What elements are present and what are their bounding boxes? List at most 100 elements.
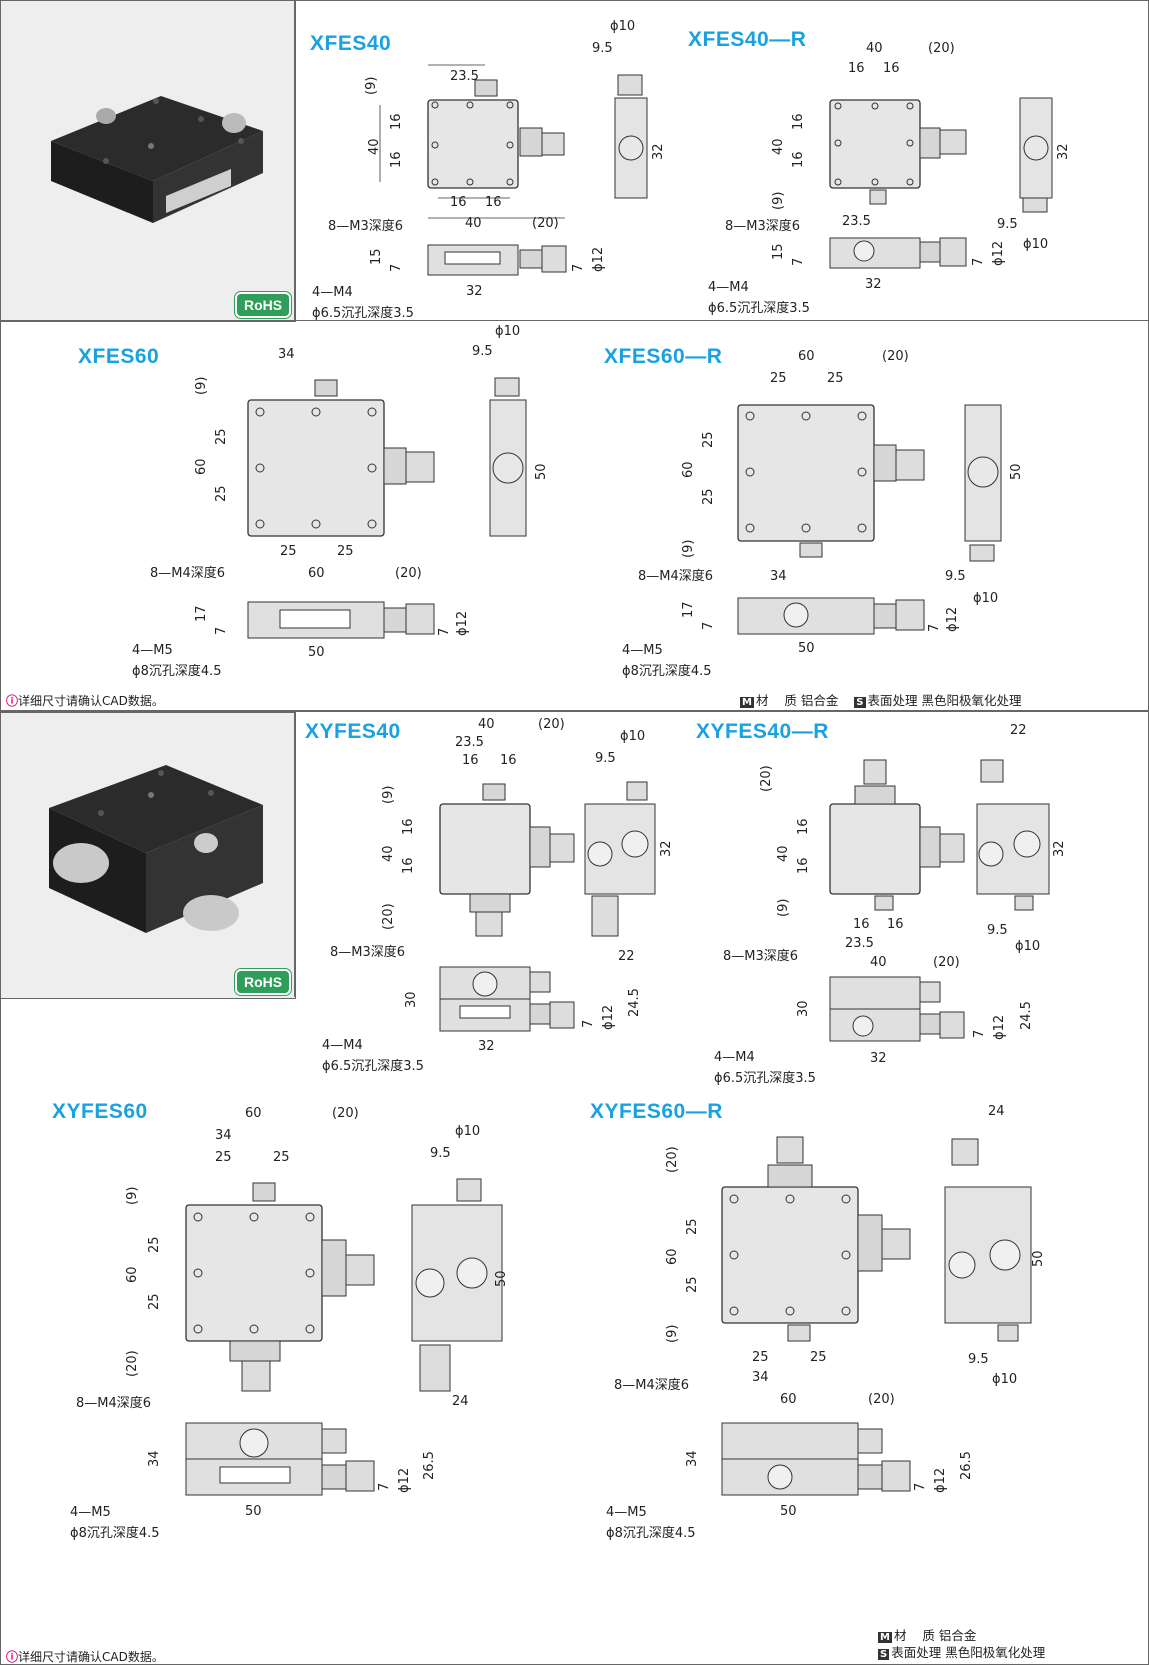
dim-label: 9.5 [595, 751, 616, 766]
dim-label: 25 [214, 428, 229, 445]
dim-label: 7 [972, 1030, 987, 1038]
photo-divider [294, 0, 295, 320]
holes-callout: 8—M4深度6 [638, 568, 713, 584]
dim-label: 26.5 [959, 1451, 974, 1480]
dim-label: 7 [437, 628, 452, 636]
mount-callout: 4—M4 [714, 1050, 755, 1065]
dim-label: (20) [332, 1106, 359, 1121]
surface-icon: S [878, 1649, 890, 1660]
product-photo-xfes: RoHS [0, 0, 296, 322]
dim-label: 60 [245, 1106, 262, 1121]
dim-label: 16 [796, 857, 811, 874]
dim-label: 9.5 [472, 344, 493, 359]
dim-label: 60 [308, 566, 325, 581]
dim-label: 32 [466, 284, 483, 299]
material-icon: M [878, 1632, 892, 1643]
dim-label: ϕ12 [397, 1468, 412, 1493]
dim-label: (20) [125, 1350, 140, 1377]
holes-callout: 8—M3深度6 [725, 218, 800, 234]
dim-label: 30 [404, 991, 419, 1008]
stage-photo-illustration [51, 96, 263, 223]
dim-label: 34 [278, 347, 295, 362]
dim-label: 25 [770, 371, 787, 386]
holes-callout: 8—M4深度6 [76, 1395, 151, 1411]
dim-label: ϕ12 [455, 611, 470, 636]
dim-label: ϕ12 [992, 1015, 1007, 1040]
dim-label: 7 [971, 258, 986, 266]
model-title: XYFES40 [305, 720, 401, 743]
dim-label: ϕ10 [973, 591, 998, 606]
dim-label: 50 [534, 463, 549, 480]
cad-note: ⓘ详细尺寸请确认CAD数据。 [6, 1650, 164, 1664]
dim-label: 16 [500, 753, 517, 768]
drawing-xyfes60r: (20) 25 60 25 (9) 25 25 34 60 (20) 8—M4深… [614, 1104, 1046, 1519]
info-icon: ⓘ [6, 694, 19, 708]
dim-label: 7 [389, 264, 404, 272]
drawing-xyfes60: 60 (20) 34 25 25 (9) 25 60 25 (20) 8—M4深… [76, 1106, 509, 1519]
dim-label: 40 [381, 845, 396, 862]
dim-label: 50 [245, 1504, 262, 1519]
dim-label: 60 [780, 1392, 797, 1407]
dim-label: 25 [827, 371, 844, 386]
mount-callout: 4—M5 [70, 1505, 111, 1520]
section-divider [0, 320, 1149, 321]
dim-label: 25 [214, 485, 229, 502]
dim-label: ϕ12 [991, 241, 1006, 266]
drawing-xyfes40r: (20) 16 40 16 (9) 16 16 23.5 40 (20) 8—M… [723, 723, 1067, 1066]
dim-label: 40 [866, 41, 883, 56]
dim-label: (20) [928, 41, 955, 56]
dim-label: 25 [280, 544, 297, 559]
mount-callout: 4—M5 [132, 643, 173, 658]
dim-label: ϕ10 [455, 1124, 480, 1139]
dim-label: 25 [685, 1276, 700, 1293]
dim-label: 40 [465, 216, 482, 231]
dim-label: (20) [868, 1392, 895, 1407]
dim-label: 50 [494, 1270, 509, 1287]
dim-label: 32 [865, 277, 882, 292]
model-title: XYFES40—R [696, 720, 829, 743]
dim-label: 60 [681, 461, 696, 478]
dim-label: 25 [147, 1293, 162, 1310]
dim-label: 25 [752, 1350, 769, 1365]
stage-photo-illustration [49, 765, 263, 933]
dim-label: 60 [798, 349, 815, 364]
dim-label: 32 [1056, 143, 1071, 160]
dim-label: 9.5 [592, 41, 613, 56]
model-title: XYFES60—R [590, 1100, 723, 1123]
dim-label: 34 [215, 1128, 232, 1143]
holes-callout: 8—M3深度6 [723, 948, 798, 964]
holes-callout: 8—M4深度6 [614, 1377, 689, 1393]
drawing-xyfes40: 40 (20) 23.5 16 16 (9) 16 40 16 (20) 8—M… [330, 717, 674, 1054]
dim-label: 34 [685, 1450, 700, 1467]
dim-label: (20) [759, 765, 774, 792]
dim-label: 7 [581, 1020, 596, 1028]
dim-label: 16 [401, 818, 416, 835]
drawing-xfes40r-side: 32 9.5 ϕ10 [997, 97, 1071, 252]
dim-label: (9) [364, 77, 379, 95]
dim-label: ϕ12 [933, 1468, 948, 1493]
dim-label: 40 [776, 845, 791, 862]
dim-label: 50 [308, 645, 325, 660]
dim-label: 40 [771, 138, 786, 155]
dim-label: 25 [701, 431, 716, 448]
dim-label: 26.5 [422, 1451, 437, 1480]
dim-label: 24.5 [1019, 1001, 1034, 1030]
dim-label: ϕ10 [610, 19, 635, 34]
dim-label: 25 [215, 1150, 232, 1165]
dim-label: 34 [147, 1450, 162, 1467]
dim-label: 50 [1009, 463, 1024, 480]
model-title: XFES60 [78, 345, 160, 368]
dim-label: (20) [532, 216, 559, 231]
dim-label: 16 [389, 113, 404, 130]
mount-callout: ϕ6.5沉孔深度3.5 [714, 1071, 816, 1086]
dim-label: (9) [125, 1187, 140, 1205]
dim-label: 9.5 [987, 923, 1008, 938]
dim-label: 23.5 [845, 936, 874, 951]
dim-label: 23.5 [842, 214, 871, 229]
dim-label: 7 [913, 1483, 928, 1491]
dim-label: (9) [381, 786, 396, 804]
dim-label: 16 [485, 195, 502, 210]
dim-label: 16 [796, 818, 811, 835]
dim-label: 9.5 [945, 569, 966, 584]
